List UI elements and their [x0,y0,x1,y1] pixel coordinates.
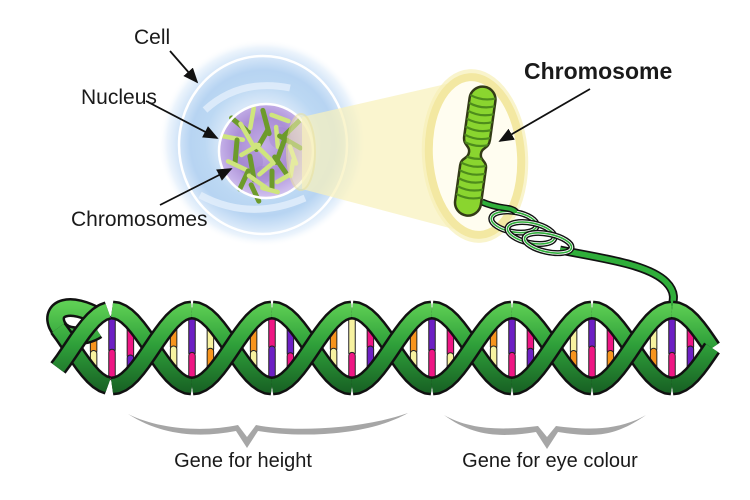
chromatin-rod [257,159,277,177]
dna-base-pair-bottom [268,345,276,381]
dna-base-pair-top [668,315,676,357]
dna-helix [46,298,720,396]
chromosome-band [458,169,486,176]
chromosome-band [462,140,490,148]
dna-base-pair-bottom [428,348,436,381]
chromosome-band [457,177,485,184]
dna-base-pair-top [508,315,516,357]
dna-base-pair-bottom [348,351,356,381]
dna-strand [52,303,111,373]
cell-swirl [198,191,307,213]
chromatin-rod [220,134,246,142]
dna-base-pair-top [188,315,196,357]
beam-source-ellipse [286,113,316,191]
chromatin-rod [247,153,257,183]
dna-base-pair-top [428,315,436,354]
chromosome-band [469,93,497,101]
dna-strand [590,303,674,393]
dna-strand [670,303,718,352]
nucleus-chromosomes [220,105,303,204]
dna-coil [480,198,678,312]
dna-base-pair-top [268,315,276,351]
dna-base-pair-top [108,315,116,354]
chromatin-rod [253,142,277,166]
dna-base-pair-top [348,315,356,357]
dna-base-pair-bottom [508,351,516,381]
chromosome-band [455,192,483,200]
chromatin-rod [248,105,256,131]
chromatin-rod [238,121,256,149]
chromatin-rod [225,159,251,173]
chromosome-body [453,85,497,217]
dna-strand [510,303,594,393]
dna-strand [110,303,194,393]
chromosome-band [468,101,495,109]
dna-strand [190,303,274,393]
chromosome-band [460,161,487,168]
cell-arrow [169,50,199,84]
dna-base-pair-bottom [108,348,116,381]
chromosomes-label: Chromosomes [71,208,208,231]
dna-strand [350,303,434,393]
chromosome-band [456,184,484,192]
coil-loop [523,232,573,254]
cell-label: Cell [134,26,170,49]
dna-strand [430,303,514,393]
chromosome-arrow [498,88,591,142]
chromatin-rod [260,185,280,195]
gene-eye-colour-label: Gene for eye colour [462,450,638,472]
brace-gene-height [128,413,408,448]
chromosome-band [463,133,491,141]
brace-gene-eye [444,415,646,449]
gene-height-label: Gene for height [174,450,312,472]
chromatin-rod [272,154,290,178]
dna-base-pair-bottom [668,351,676,381]
chromatin-rod [232,137,240,167]
chromosome-band [465,125,492,133]
chromatin-rod [237,168,251,192]
dna-strand [270,303,354,393]
dna-base-pair-bottom [188,351,196,381]
nucleus-arrow [145,100,219,139]
chromatin-rod [274,171,294,185]
chromatin-rod [269,112,291,124]
chromosomes-arrow [159,168,233,206]
dna-base-pair-bottom [588,345,596,381]
dna-base-pair-top [588,315,596,351]
coil-entry [481,200,518,214]
cell-swirl [202,82,291,113]
label-arrows [145,50,591,206]
chromosome-band [467,109,494,117]
chromosome-band [466,117,493,125]
chromatin-rod [273,124,281,150]
coil-tail [559,247,677,311]
chromosome-label: Chromosome [524,58,672,84]
dna-strand [670,344,718,393]
nucleus-label: Nucleus [81,86,157,109]
